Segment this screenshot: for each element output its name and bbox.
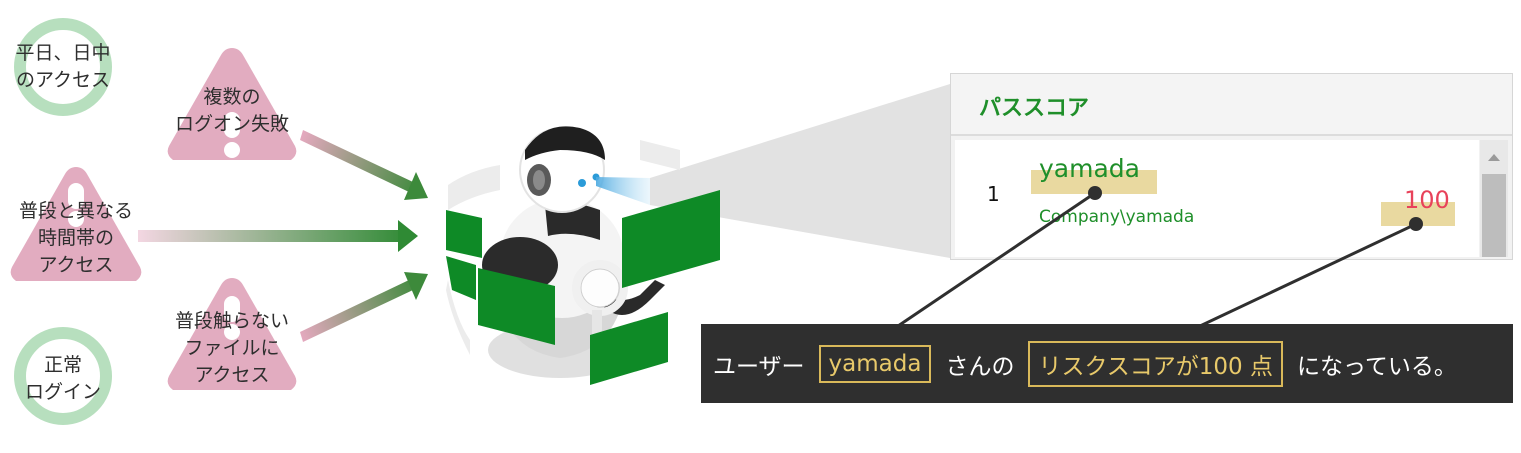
magnifier-icon <box>572 260 628 336</box>
arrow-middle <box>138 220 418 252</box>
warning-icon <box>167 278 297 390</box>
risk-score: 100 <box>1404 186 1450 214</box>
normal-access-label: 平日、日中 のアクセス <box>15 42 111 91</box>
caption-middle: さんの <box>945 353 1015 380</box>
unusual-file-label: 普段触らない ファイルに アクセス <box>174 310 289 386</box>
green-shields <box>446 190 720 385</box>
failed-logon-label: 複数の ログオン失敗 <box>174 86 289 135</box>
caption-prefix: ユーザー <box>713 353 805 380</box>
callout-wedge <box>650 84 950 258</box>
warning-icon <box>167 48 297 160</box>
user-name: yamada <box>1039 154 1140 183</box>
caption-score: リスクスコアが100 点 <box>1028 340 1283 387</box>
panel-header: パススコア <box>951 74 1512 136</box>
caption-bar: ユーザー yamada さんの リスクスコアが100 点 になっている。 <box>701 324 1513 403</box>
row-number: 1 <box>987 182 1000 206</box>
score-table-row: 1 yamada Company\yamada 100 <box>955 140 1479 257</box>
caption-suffix: になっている。 <box>1296 353 1457 380</box>
unusual-time-label: 普段と異なる 時間帯の アクセス <box>18 200 133 276</box>
caption-user: yamada <box>818 344 932 383</box>
scroll-up-icon[interactable] <box>1488 154 1500 161</box>
warning-icon <box>10 167 142 281</box>
arrow-top <box>300 130 428 200</box>
shield-ghosts <box>446 140 680 355</box>
panel-scrollbar[interactable] <box>1480 140 1508 257</box>
user-domain: Company\yamada <box>1039 207 1195 227</box>
scroll-thumb[interactable] <box>1482 174 1506 257</box>
arrow-bottom <box>300 272 428 342</box>
panel-title: パススコア <box>979 96 1090 121</box>
normal-login-label: 正常 ログイン <box>24 354 101 403</box>
scan-beam <box>596 177 650 205</box>
